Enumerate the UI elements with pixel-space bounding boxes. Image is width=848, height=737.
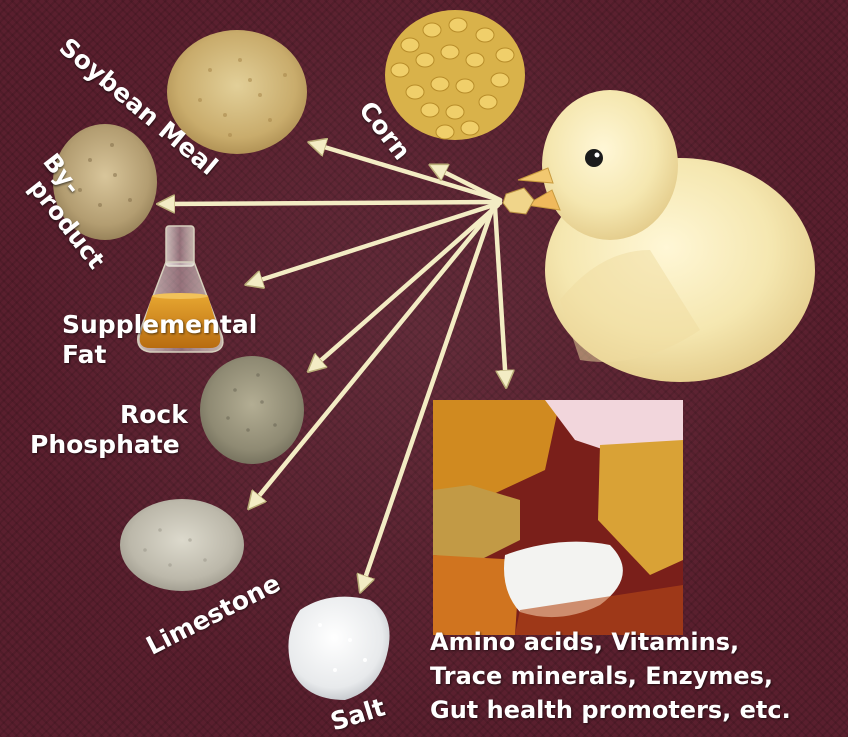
additives-label-line2: Trace minerals, Enzymes,	[430, 662, 773, 690]
arrow-to-additives	[495, 207, 506, 385]
chick-eye-icon	[585, 149, 603, 167]
additives-label-line1: Amino acids, Vitamins,	[430, 628, 739, 656]
additives-collage-image	[433, 400, 683, 635]
feed-pellet-icon	[503, 188, 534, 214]
corn-image	[385, 10, 525, 140]
salt-image	[288, 597, 389, 700]
limestone-image	[120, 499, 244, 591]
supplemental-fat-label-line2: Fat	[62, 340, 106, 369]
arrow-to-supplemental-fat	[248, 203, 500, 284]
rock-phosphate-label-line1: Rock	[120, 400, 188, 429]
rock-phosphate-label-line2: Phosphate	[30, 430, 180, 459]
chick-image	[503, 90, 815, 382]
arrow-to-byproduct	[160, 202, 500, 204]
arrow-to-rock-phosphate	[310, 205, 498, 370]
rock-phosphate-image	[200, 356, 304, 464]
additives-label-line3: Gut health promoters, etc.	[430, 696, 791, 724]
supplemental-fat-label-line1: Supplemental	[62, 310, 257, 339]
